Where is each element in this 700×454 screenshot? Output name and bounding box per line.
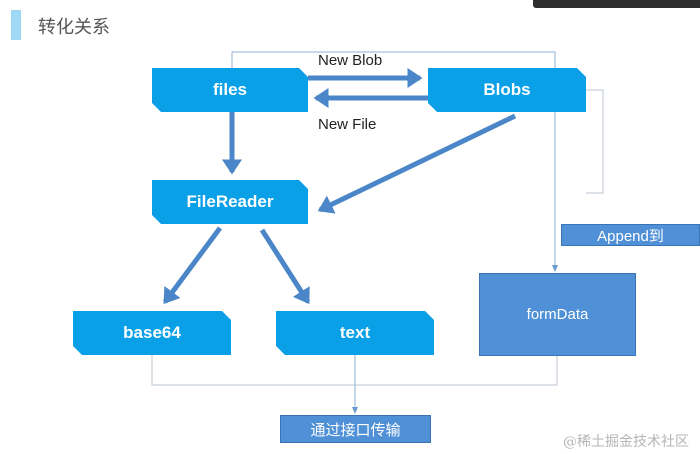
label-transfer: 通过接口传输 (280, 415, 431, 443)
watermark: @稀土掘金技术社区 (563, 434, 689, 450)
arrow-filereader-base64 (162, 226, 223, 305)
node-filereader: FileReader (152, 180, 308, 224)
page-title: 转化关系 (38, 17, 110, 37)
label-new-file: New File (318, 116, 377, 133)
node-blobs: Blobs (428, 68, 586, 112)
connector-files-formdata (231, 51, 558, 272)
arrow-filereader-text (259, 228, 311, 305)
node-formdata: formData (479, 273, 636, 356)
top-overlay-bar (533, 0, 700, 8)
arrow-blobs-filereader (317, 113, 517, 214)
node-text: text (276, 311, 434, 355)
connector-blobs-bracket (586, 89, 604, 194)
title-accent-bar (11, 10, 21, 40)
node-base64: base64 (73, 311, 231, 355)
label-new-blob: New Blob (318, 52, 383, 69)
label-append: Append到 (561, 224, 700, 246)
node-files: files (152, 68, 308, 112)
